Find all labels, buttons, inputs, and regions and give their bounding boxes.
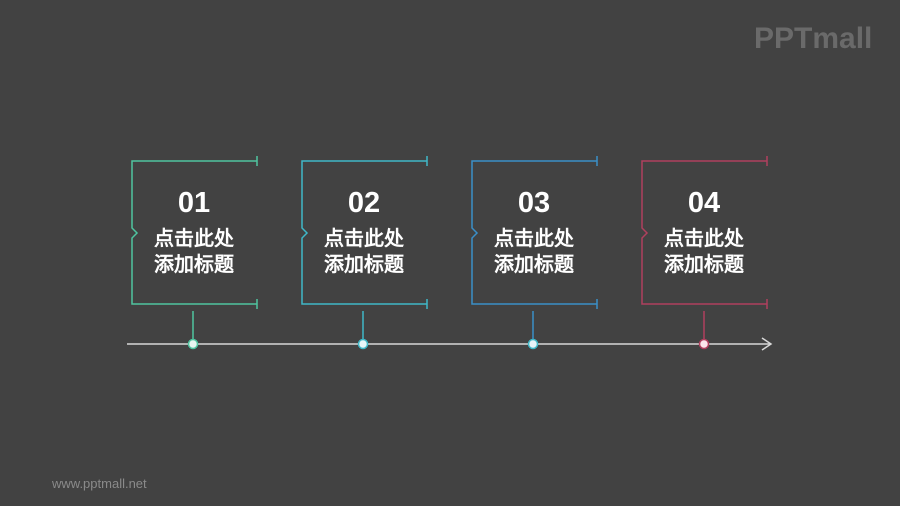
step-title[interactable]: 点击此处 添加标题 — [301, 225, 427, 277]
timeline-node-4[interactable] — [698, 338, 710, 350]
step-title-line-1: 点击此处 — [664, 226, 744, 250]
step-title[interactable]: 点击此处 添加标题 — [641, 225, 767, 277]
step-number: 03 — [517, 187, 551, 219]
footer-url[interactable]: www.pptmall.net — [52, 476, 147, 491]
brand-logo: PPTmall — [754, 22, 873, 55]
timeline-node-3[interactable] — [527, 338, 539, 350]
step-title-line-2: 添加标题 — [664, 252, 744, 276]
step-card-1[interactable]: 01 点击此处 添加标题 — [131, 186, 257, 277]
step-bracket-4 — [641, 156, 768, 340]
timeline-node-1[interactable] — [187, 338, 199, 350]
step-bracket-3 — [471, 156, 598, 340]
step-card-4[interactable]: 04 点击此处 添加标题 — [641, 186, 767, 277]
step-title-line-1: 点击此处 — [494, 226, 574, 250]
step-title-line-2: 添加标题 — [154, 252, 234, 276]
step-number: 02 — [347, 187, 381, 219]
step-title[interactable]: 点击此处 添加标题 — [131, 225, 257, 277]
step-title-line-2: 添加标题 — [324, 252, 404, 276]
step-card-3[interactable]: 03 点击此处 添加标题 — [471, 186, 597, 277]
step-number: 01 — [177, 187, 211, 219]
timeline-node-2[interactable] — [357, 338, 369, 350]
step-bracket-1 — [131, 156, 258, 340]
step-title[interactable]: 点击此处 添加标题 — [471, 225, 597, 277]
step-number: 04 — [687, 187, 721, 219]
step-title-line-2: 添加标题 — [494, 252, 574, 276]
step-title-line-1: 点击此处 — [324, 226, 404, 250]
step-bracket-2 — [301, 156, 428, 340]
step-card-2[interactable]: 02 点击此处 添加标题 — [301, 186, 427, 277]
step-title-line-1: 点击此处 — [154, 226, 234, 250]
arrow-right-icon — [761, 337, 773, 351]
